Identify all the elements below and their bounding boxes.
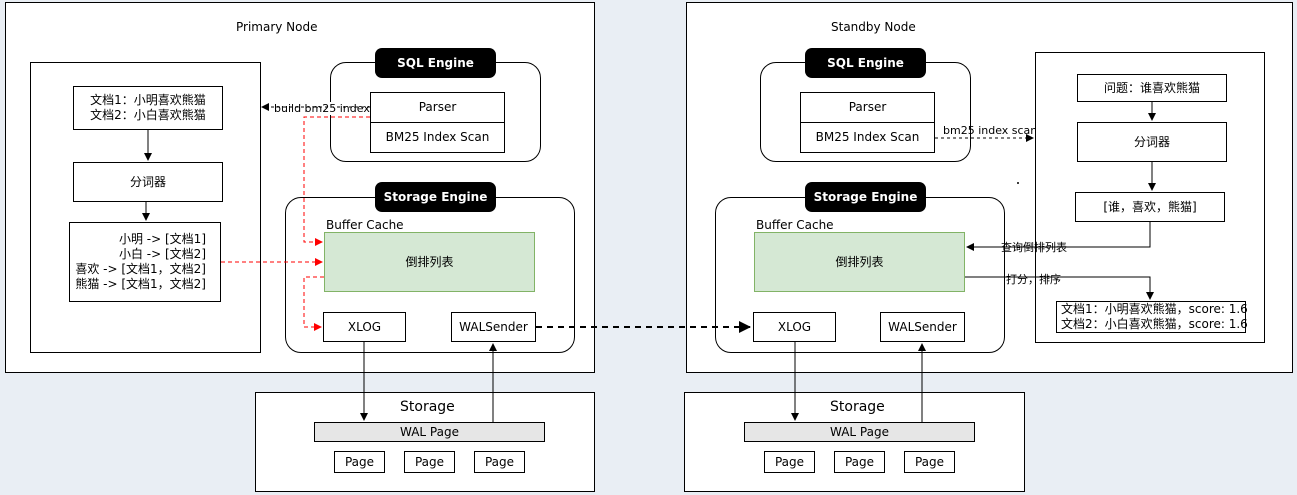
standby-buffer-cache-label: Buffer Cache — [756, 218, 834, 232]
primary-page-1: Page — [334, 451, 385, 473]
standby-page-3: Page — [904, 451, 955, 473]
primary-page-2: Page — [404, 451, 455, 473]
primary-walsender: WALSender — [451, 312, 536, 342]
primary-parser: Parser — [370, 92, 505, 123]
primary-storage-label: Storage — [400, 399, 455, 415]
stray-dot — [1017, 182, 1019, 184]
primary-postings: 小明 -> [文档1] 小白 -> [文档2] 喜欢 -> [文档1，文档2] … — [69, 222, 221, 302]
posting-xiaoming: 小明 -> [文档1] — [118, 232, 206, 246]
query-results: 文档1：小明喜欢熊猫，score: 1.6 文档2：小白喜欢熊猫，score: … — [1056, 301, 1248, 333]
posting-xiaobai: 小白 -> [文档2] — [118, 247, 206, 261]
standby-node-title: Standby Node — [831, 20, 916, 34]
bm25-scan-label: bm25 index scan — [943, 124, 1038, 137]
score-sort-label: 打分，排序 — [1006, 273, 1061, 286]
primary-doc-box: 文档1：小明喜欢熊猫 文档2：小白喜欢熊猫 — [73, 86, 223, 130]
primary-bm25-scan: BM25 Index Scan — [370, 122, 505, 153]
standby-page-1: Page — [764, 451, 815, 473]
primary-sql-engine-label: SQL Engine — [375, 48, 496, 78]
standby-bm25-scan: BM25 Index Scan — [800, 122, 935, 153]
primary-inverted-list: 倒排列表 — [324, 232, 535, 292]
primary-wal-page: WAL Page — [314, 422, 545, 442]
primary-storage-engine-label: Storage Engine — [375, 182, 496, 212]
result-2: 文档2：小白喜欢熊猫，score: 1.6 — [1061, 317, 1248, 331]
query-tokens: [谁，喜欢，熊猫] — [1075, 192, 1225, 222]
standby-page-2: Page — [834, 451, 885, 473]
query-question: 问题：谁喜欢熊猫 — [1077, 74, 1227, 102]
standby-inverted-list: 倒排列表 — [754, 232, 965, 292]
standby-walsender: WALSender — [880, 312, 965, 342]
result-1: 文档1：小明喜欢熊猫，score: 1.6 — [1061, 302, 1248, 316]
arrow-list-to-results — [965, 276, 1154, 300]
standby-storage-panel — [684, 392, 1025, 492]
query-tokenizer: 分词器 — [1077, 122, 1227, 162]
posting-xihuan: 喜欢 -> [文档1，文档2] — [75, 262, 206, 276]
arrow-tokens-to-list — [966, 222, 1151, 251]
standby-storage-engine-label: Storage Engine — [805, 182, 926, 212]
primary-tokenizer: 分词器 — [73, 162, 223, 202]
red-arrow-parser-to-list — [303, 116, 370, 246]
red-arrow-list-to-xlog — [303, 276, 324, 331]
standby-wal-page: WAL Page — [744, 422, 975, 442]
standby-storage-label: Storage — [830, 399, 885, 415]
build-bm25-label: build bm25 index — [274, 102, 370, 115]
primary-doc-2: 文档2：小白喜欢熊猫 — [90, 108, 206, 122]
primary-xlog: XLOG — [323, 312, 406, 342]
primary-page-3: Page — [474, 451, 525, 473]
primary-node-title: Primary Node — [236, 20, 318, 34]
primary-buffer-cache-label: Buffer Cache — [326, 218, 404, 232]
standby-sql-engine-label: SQL Engine — [805, 48, 926, 78]
standby-xlog: XLOG — [753, 312, 836, 342]
primary-storage-panel — [255, 392, 595, 492]
posting-xiongmao: 熊猫 -> [文档1，文档2] — [75, 277, 206, 291]
primary-doc-1: 文档1：小明喜欢熊猫 — [90, 93, 206, 107]
